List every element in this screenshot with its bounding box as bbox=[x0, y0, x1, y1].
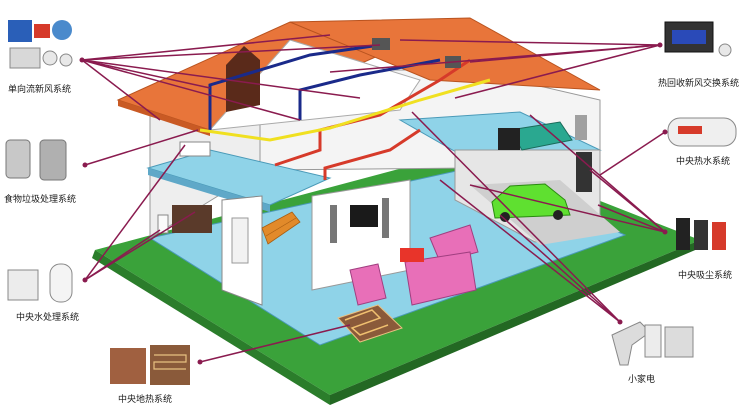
floor-heating-photo-pipes bbox=[153, 354, 187, 370]
pointer-end bbox=[617, 319, 623, 325]
duct-yellow bbox=[199, 78, 491, 142]
vacuum-unit-icon-3 bbox=[712, 222, 726, 250]
floor-heating-photo-1 bbox=[110, 348, 146, 384]
disposer-icon-2 bbox=[39, 139, 67, 181]
hand-dryer-icon bbox=[644, 324, 662, 358]
pointer-appliance-3 bbox=[499, 214, 621, 323]
pointer-end bbox=[662, 229, 668, 235]
sofa-chair bbox=[349, 263, 387, 306]
pointer-oneway-5 bbox=[81, 34, 331, 61]
stair-door bbox=[231, 217, 249, 264]
stair-step bbox=[265, 217, 297, 237]
kitchen-counter bbox=[172, 205, 212, 233]
water-heater-tank bbox=[576, 152, 592, 192]
fan-unit-icon-2 bbox=[34, 24, 50, 38]
floor-heating-photo-2 bbox=[150, 345, 190, 385]
pointer-hotwater bbox=[599, 131, 666, 176]
duct-blue-2 bbox=[298, 58, 441, 120]
pointer-heatrec-2 bbox=[399, 39, 661, 46]
living-tv bbox=[350, 205, 378, 227]
duct-blue bbox=[208, 43, 381, 130]
fan-unit-icon bbox=[8, 20, 32, 42]
speaker-left bbox=[330, 205, 337, 243]
pointer-disposer bbox=[84, 129, 199, 166]
pointer-water-2 bbox=[84, 211, 196, 281]
stairs bbox=[261, 211, 301, 245]
roof-right bbox=[289, 17, 601, 91]
tv-upstairs bbox=[498, 128, 520, 150]
car-wheel-front bbox=[500, 212, 510, 222]
water-filter-icon bbox=[7, 269, 39, 301]
vacuum-unit-icon bbox=[676, 218, 690, 250]
hair-dryer-icon bbox=[611, 321, 651, 366]
disposer-icon-1 bbox=[5, 139, 31, 179]
pointer-heatrec-3 bbox=[454, 44, 661, 99]
pointer-appliance-2 bbox=[411, 111, 621, 323]
pointer-end bbox=[82, 162, 88, 168]
car bbox=[491, 183, 571, 219]
water-filter-downstairs bbox=[157, 214, 169, 234]
heat-recovery-panel-icon bbox=[672, 30, 706, 44]
vent-icon-2 bbox=[59, 53, 73, 67]
pointer-vacuum-4 bbox=[529, 114, 666, 233]
pointer-water-3 bbox=[84, 144, 186, 281]
pointer-end bbox=[82, 277, 88, 283]
pointer-appliance-1 bbox=[439, 179, 621, 323]
label-food-waste-disposal: 食物垃圾处理系统 bbox=[4, 195, 77, 205]
chimney bbox=[226, 46, 260, 112]
pointer-oneway-1 bbox=[81, 59, 211, 89]
speaker-right bbox=[382, 198, 389, 238]
pointer-ends bbox=[79, 42, 668, 365]
pointer-end bbox=[197, 359, 203, 365]
label-one-way-fresh-air: 单向流新风系统 bbox=[8, 85, 72, 95]
pointer-floorheat bbox=[199, 324, 351, 363]
vent-icon bbox=[42, 50, 58, 66]
label-heat-recovery-fresh-air: 热回收新风交换系统 bbox=[658, 79, 739, 89]
pointer-oneway-6 bbox=[81, 59, 361, 99]
wardrobe bbox=[575, 115, 587, 140]
pointer-oneway-3 bbox=[81, 59, 161, 121]
floor-heating-pipe bbox=[344, 309, 389, 336]
vacuum-unit-icon-2 bbox=[694, 220, 708, 250]
fan-icon bbox=[52, 20, 72, 40]
heat-recovery-vent-icon bbox=[718, 43, 732, 57]
pointer-oneway-4 bbox=[81, 44, 381, 61]
floor-heating-mat bbox=[337, 304, 403, 343]
label-central-hot-water: 中央热水系统 bbox=[676, 157, 731, 167]
pointer-heatrec-4 bbox=[329, 44, 661, 73]
lawn-edge bbox=[92, 250, 330, 405]
label-floor-heating: 中央地热系统 bbox=[118, 395, 173, 405]
car-wheel-rear bbox=[553, 210, 563, 220]
lawn-edge-right bbox=[330, 240, 700, 405]
label-central-vacuum: 中央吸尘系统 bbox=[678, 271, 733, 281]
hot-water-tank-stripe bbox=[678, 126, 702, 134]
pointer-end bbox=[657, 42, 663, 48]
roof-front-edge bbox=[118, 100, 210, 136]
bathtub bbox=[179, 141, 211, 157]
pointer-vacuum-2 bbox=[597, 204, 666, 233]
pointer-end bbox=[662, 129, 668, 135]
pointer-vacuum-3 bbox=[469, 184, 666, 233]
duct-unit-roof bbox=[372, 38, 390, 50]
label-central-water-treatment: 中央水处理系统 bbox=[16, 313, 80, 323]
sofa-long bbox=[404, 251, 477, 306]
water-tank-icon bbox=[49, 263, 73, 303]
filter-icon bbox=[9, 47, 41, 69]
pointer-oneway-2 bbox=[81, 59, 301, 121]
duct-red-2 bbox=[323, 128, 421, 180]
coffee-table bbox=[400, 248, 424, 262]
pointer-lines bbox=[81, 34, 666, 363]
towel-dryer-icon bbox=[664, 326, 694, 358]
label-small-appliances: 小家电 bbox=[628, 375, 656, 385]
pointer-end bbox=[79, 57, 85, 63]
